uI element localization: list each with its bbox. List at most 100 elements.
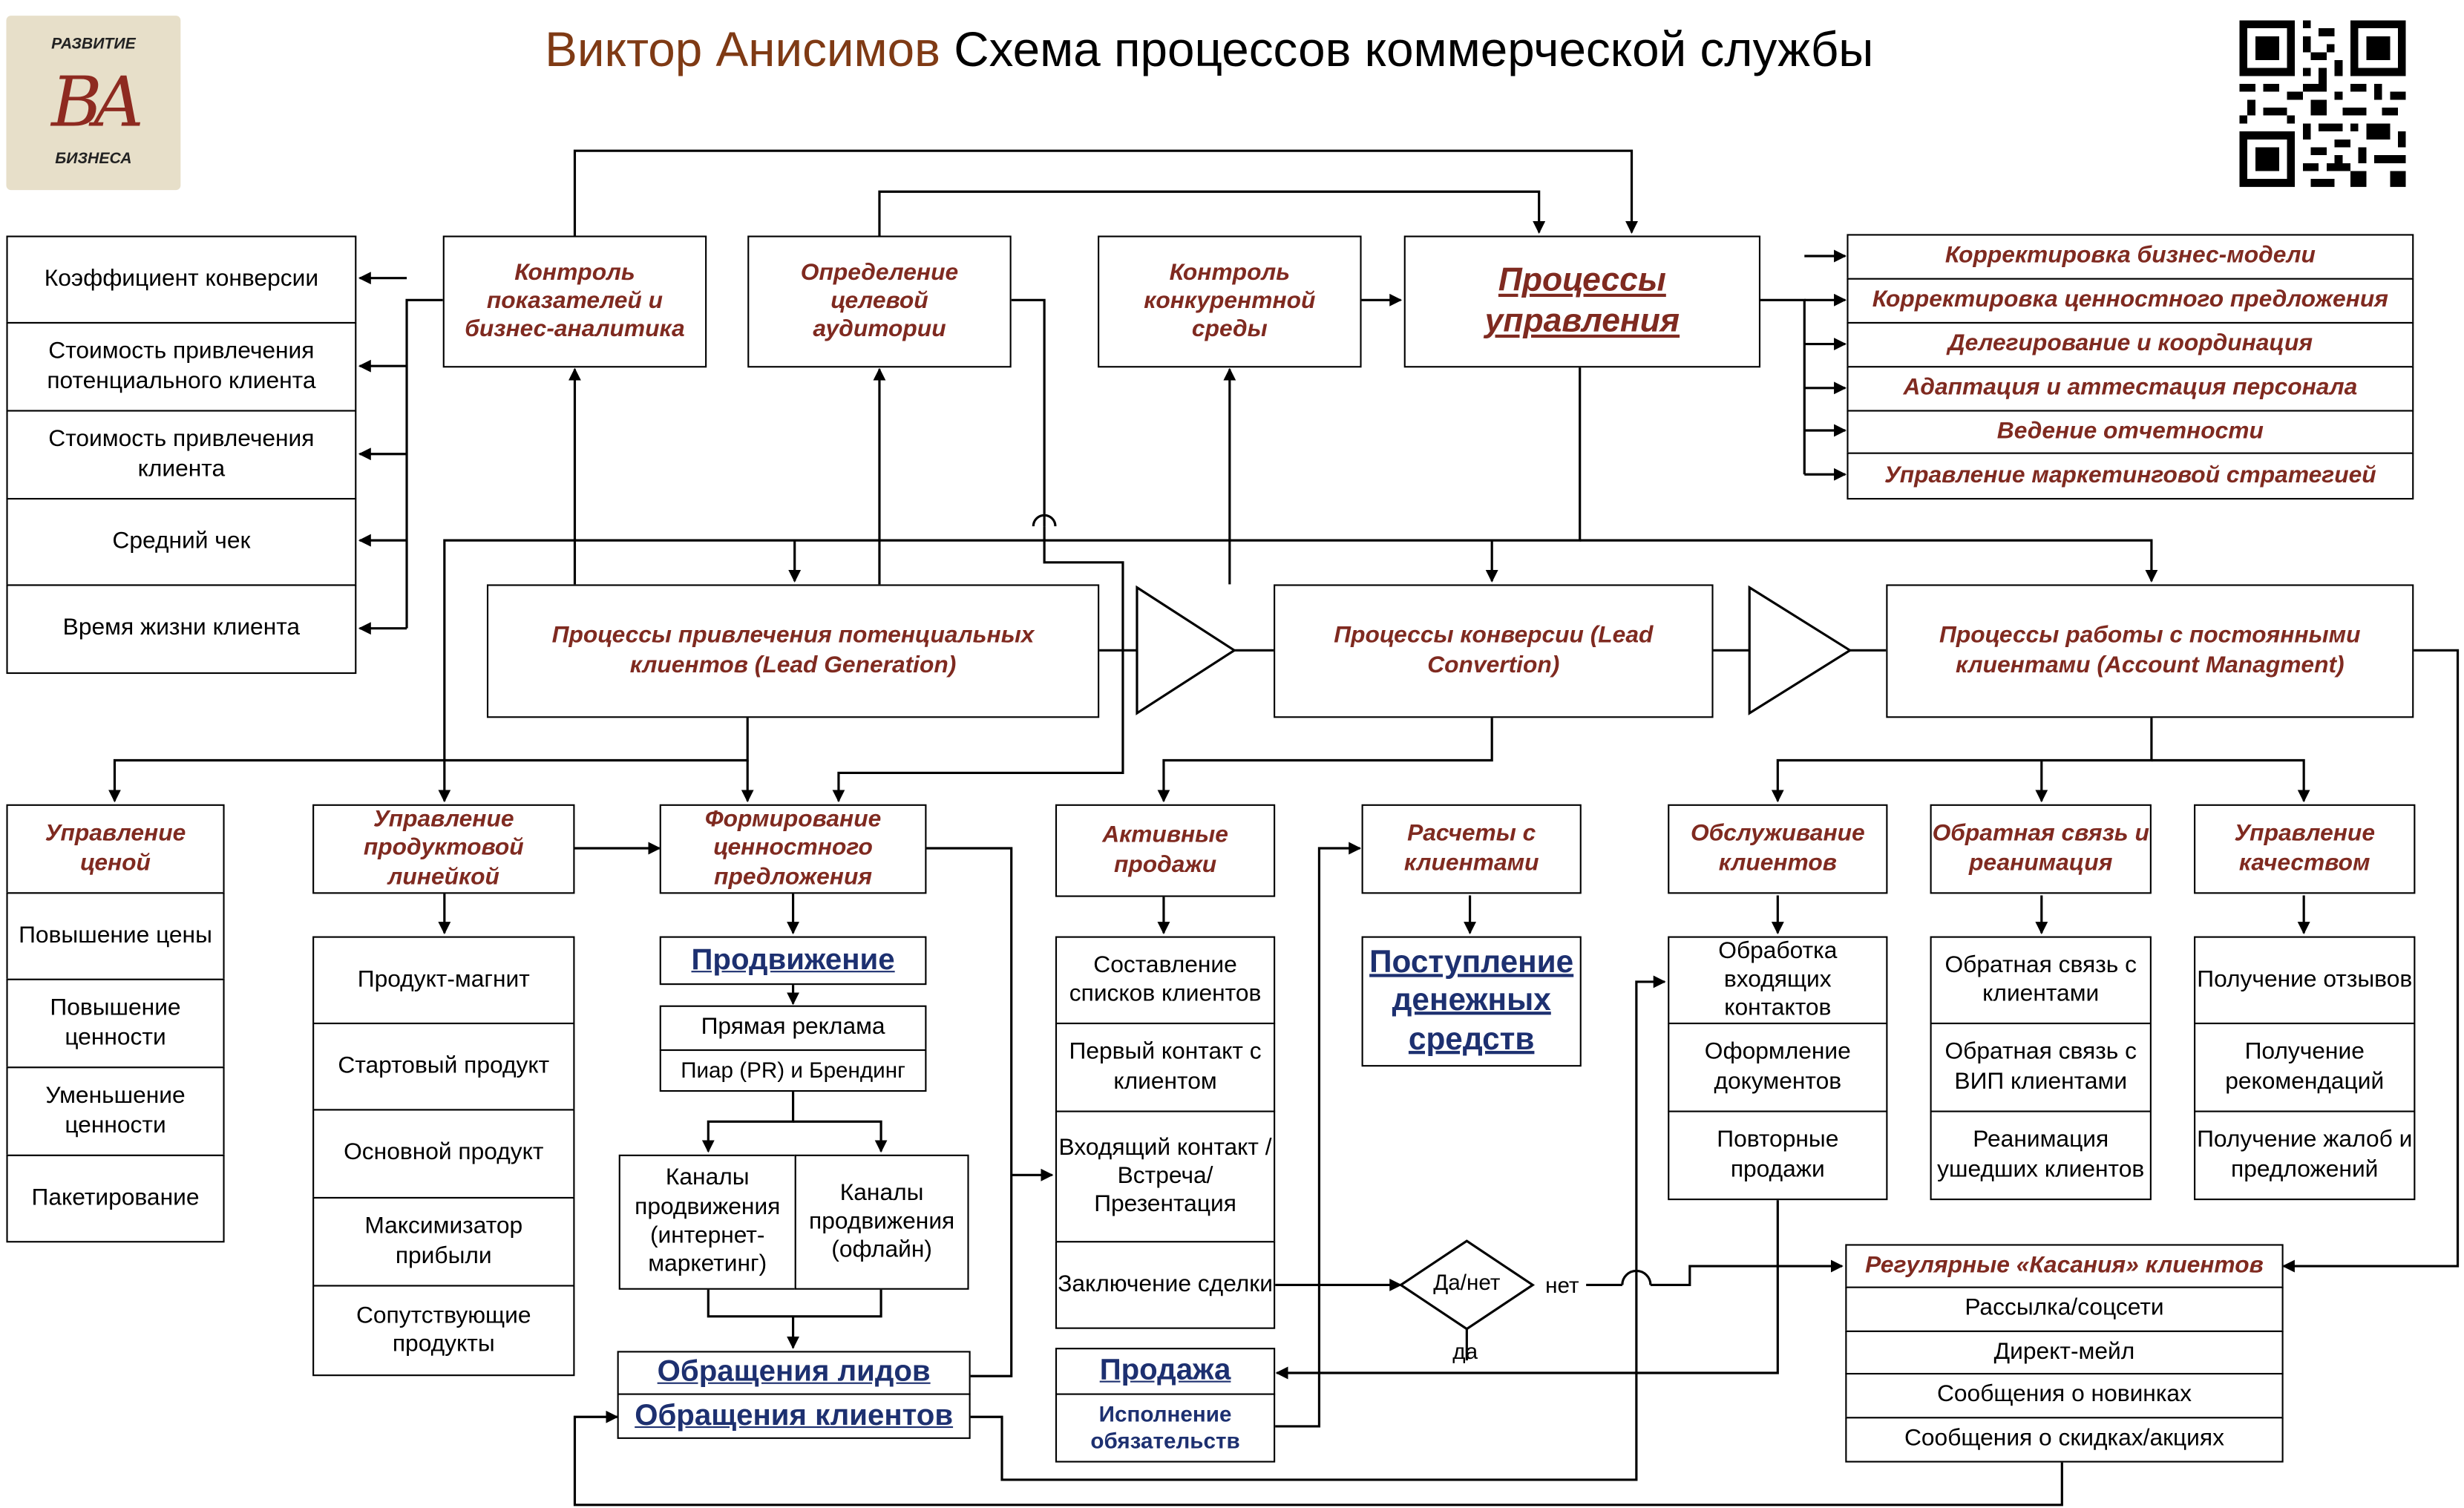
- author-name: Виктор Анисимов: [545, 22, 940, 77]
- pricing-item: Повышение ценности: [6, 978, 225, 1069]
- management-item: Ведение отчетности: [1847, 410, 2414, 454]
- offline-channels-label: Каналы продвижения (офлайн): [809, 1178, 955, 1264]
- pricing-title-box: Управление ценой: [6, 804, 225, 894]
- metric-client-cost: Стоимость привлечения клиента: [48, 426, 315, 482]
- product-item: Продукт-магнит: [312, 936, 575, 1025]
- pricing-item-label: Повышение ценности: [50, 994, 181, 1051]
- quality-item-label: Получение жалоб и предложений: [2197, 1127, 2413, 1182]
- touch-item: Сообщения о скидках/акциях: [1845, 1417, 2284, 1463]
- touch-item-label: Директ-мейл: [1993, 1338, 2135, 1366]
- service-item: Оформление документов: [1668, 1022, 1888, 1112]
- product-item-label: Максимизатор прибыли: [364, 1213, 523, 1269]
- product-item: Максимизатор прибыли: [312, 1196, 575, 1287]
- quality-title: Управление качеством: [2234, 820, 2375, 876]
- touch-item: Сообщения о новинках: [1845, 1372, 2284, 1419]
- fulfillment-label: Исполнение обязательств: [1090, 1400, 1240, 1453]
- decision-yes-label: да: [1452, 1338, 1478, 1364]
- logo-bottom-text: БИЗНЕСА: [55, 151, 132, 168]
- online-channels-box: Каналы продвижения (интернет-маркетинг): [618, 1154, 796, 1290]
- service-item-label: Обработка входящих контактов: [1718, 937, 1838, 1022]
- touches-title-box: Регулярные «Касания» клиентов: [1845, 1244, 2284, 1288]
- management-item-label: Корректировка ценностного предложения: [1872, 286, 2388, 313]
- product-item: Сопутствующие продукты: [312, 1285, 575, 1377]
- sale-box: Продажа: [1055, 1348, 1276, 1395]
- sales-step-label: Составление списков клиентов: [1069, 951, 1262, 1007]
- metric-lifetime: Время жизни клиента: [62, 614, 301, 642]
- management-item: Делегирование и координация: [1847, 321, 2414, 368]
- management-item-label: Управление маркетинговой стратегией: [1884, 461, 2376, 488]
- pricing-item-label: Уменьшение ценности: [45, 1082, 186, 1138]
- pr-label: Пиар (PR) и Брендинг: [681, 1057, 905, 1083]
- management-item-label: Делегирование и координация: [1947, 330, 2313, 358]
- fulfillment-box: Исполнение обязательств: [1055, 1393, 1276, 1463]
- product-item-label: Сопутствующие продукты: [355, 1302, 531, 1357]
- sales-step-label: Входящий контакт / Встреча/ Презентация: [1058, 1133, 1272, 1218]
- audience-label: Определение целевой аудитории: [800, 258, 959, 343]
- product-item-label: Основной продукт: [344, 1139, 544, 1167]
- metric-box: Стоимость привлечения клиента: [6, 410, 357, 500]
- touch-item-label: Сообщения о скидках/акциях: [1904, 1425, 2224, 1452]
- qr-code-icon: [2239, 20, 2406, 187]
- active-sales-title-box: Активные продажи: [1055, 804, 1276, 897]
- pricing-title: Управление ценой: [45, 820, 186, 876]
- quality-item-label: Получение рекомендаций: [2225, 1038, 2385, 1095]
- decision-label: Да/нет: [1433, 1269, 1501, 1295]
- feedback-item-label: Обратная связь с клиентами: [1944, 951, 2137, 1007]
- offline-channels-box: Каналы продвижения (офлайн): [794, 1154, 969, 1290]
- competition-label: Контроль конкурентной среды: [1144, 258, 1316, 343]
- money-inflow-label: Поступление денежных средств: [1369, 945, 1574, 1057]
- feedback-title-box: Обратная связь и реанимация: [1930, 804, 2152, 894]
- feedback-item: Обратная связь с клиентами: [1930, 936, 2152, 1025]
- scheme-name: Схема процессов коммерческой службы: [954, 22, 1874, 77]
- metric-conversion: Коэффициент конверсии: [44, 265, 319, 292]
- pricing-item-label: Пакетирование: [31, 1184, 200, 1211]
- sales-step: Составление списков клиентов: [1055, 936, 1276, 1025]
- metric-lead-cost: Стоимость привлечения потенциального кли…: [47, 338, 316, 394]
- service-item-label: Повторные продажи: [1717, 1127, 1839, 1182]
- sales-step: Первый контакт с клиентом: [1055, 1022, 1276, 1112]
- pricing-item: Уменьшение ценности: [6, 1066, 225, 1156]
- service-title-box: Обслуживание клиентов: [1668, 804, 1888, 894]
- value-prop-title: Формирование ценностного предложения: [704, 805, 882, 891]
- pricing-item: Пакетирование: [6, 1154, 225, 1243]
- active-sales-title: Активные продажи: [1102, 822, 1228, 878]
- management-item-label: Корректировка бизнес-модели: [1944, 242, 2316, 269]
- quality-item-label: Получение отзывов: [2197, 966, 2413, 993]
- sales-step: Заключение сделки: [1055, 1241, 1276, 1329]
- feedback-title: Обратная связь и реанимация: [1932, 820, 2149, 876]
- metric-box: Средний чек: [6, 497, 357, 586]
- product-line-title-box: Управление продуктовой линейкой: [312, 804, 575, 894]
- client-requests-label: Обращения клиентов: [635, 1399, 954, 1433]
- quality-item: Получение рекомендаций: [2194, 1022, 2416, 1112]
- product-line-title: Управление продуктовой линейкой: [363, 805, 524, 891]
- management-item-label: Адаптация и аттестация персонала: [1903, 374, 2358, 401]
- product-item-label: Продукт-магнит: [357, 966, 530, 993]
- product-item: Основной продукт: [312, 1109, 575, 1199]
- touch-item-label: Рассылка/соцсети: [1965, 1294, 2164, 1322]
- promotion-box: Продвижение: [659, 936, 927, 986]
- management-label: Процессы управления: [1484, 263, 1680, 340]
- direct-ads-box: Прямая реклама: [659, 1005, 927, 1052]
- management-item: Управление маркетинговой стратегией: [1847, 452, 2414, 500]
- client-requests-box: Обращения клиентов: [617, 1393, 971, 1439]
- touches-title: Регулярные «Касания» клиентов: [1865, 1251, 2264, 1279]
- direct-ads-label: Прямая реклама: [701, 1013, 885, 1040]
- leadgen-stage-label: Процессы привлечения потенциальных клиен…: [551, 622, 1035, 678]
- sales-step-label: Первый контакт с клиентом: [1069, 1038, 1262, 1095]
- quality-item: Получение жалоб и предложений: [2194, 1110, 2416, 1201]
- management-item-label: Ведение отчетности: [1996, 417, 2264, 445]
- touch-item: Рассылка/соцсети: [1845, 1286, 2284, 1332]
- lead-requests-box: Обращения лидов: [617, 1351, 971, 1395]
- account-stage-label: Процессы работы с постоянными клиентами …: [1939, 622, 2361, 678]
- management-box: Процессы управления: [1403, 235, 1761, 368]
- feedback-item-label: Обратная связь с ВИП клиентами: [1944, 1038, 2137, 1095]
- metric-box: Стоимость привлечения потенциального кли…: [6, 321, 357, 412]
- logo-monogram: ВА: [51, 62, 145, 143]
- settlements-title-box: Расчеты с клиентами: [1361, 804, 1582, 894]
- touch-item-label: Сообщения о новинках: [1936, 1381, 2192, 1409]
- quality-title-box: Управление качеством: [2194, 804, 2416, 894]
- service-item: Обработка входящих контактов: [1668, 936, 1888, 1025]
- sales-step: Входящий контакт / Встреча/ Презентация: [1055, 1110, 1276, 1243]
- decision-no-label: нет: [1545, 1272, 1579, 1298]
